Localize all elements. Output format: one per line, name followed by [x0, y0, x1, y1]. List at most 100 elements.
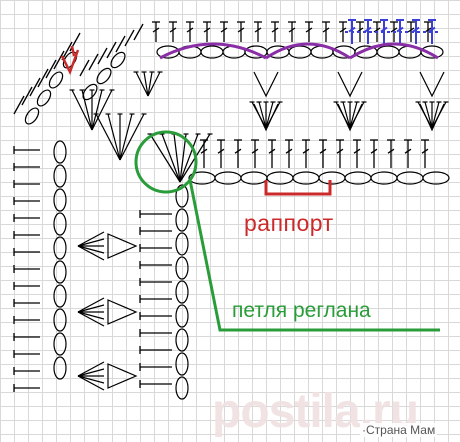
chain-stitch-symbol — [96, 67, 112, 85]
double-crochet-symbol — [302, 139, 310, 168]
v-stitch-symbol — [253, 71, 279, 98]
double-crochet-symbol — [387, 139, 395, 168]
chain-stitch-symbol — [175, 184, 189, 208]
chain-stitch-symbol — [53, 308, 67, 332]
left-shell-column — [77, 231, 138, 391]
v-stitch-symbol — [107, 233, 138, 259]
chain-stitch-symbol — [292, 171, 320, 185]
v-stitch-symbol — [419, 71, 445, 98]
double-crochet-symbol — [251, 139, 259, 168]
chain-stitch-symbol — [110, 51, 126, 69]
row-start-mark — [60, 45, 80, 76]
chain-stitch-symbol — [422, 171, 450, 185]
chain-stitch-symbol — [200, 45, 224, 59]
double-crochet-symbol — [421, 139, 429, 168]
top-double-crochet-row — [152, 21, 432, 42]
blue-double-crochet-symbol — [364, 19, 372, 44]
v-stitch-symbol — [419, 103, 445, 132]
double-crochet-symbol — [217, 139, 225, 168]
chain-stitch-symbol — [175, 208, 189, 232]
double-crochet-symbol — [115, 35, 126, 53]
left-double-crochet-columns — [13, 146, 172, 392]
chain-stitch-symbol — [376, 45, 400, 59]
purple-chain-arcs — [159, 42, 439, 60]
chain-stitch-symbol — [240, 171, 268, 185]
double-crochet-symbol — [305, 21, 313, 42]
top-chain-row — [156, 45, 444, 59]
raglan-leader-line — [188, 179, 440, 332]
chain-stitch-symbol — [175, 280, 189, 304]
chain-stitch-symbol — [288, 45, 312, 59]
purple-arc — [349, 42, 439, 60]
double-crochet-symbol — [133, 23, 144, 41]
double-crochet-symbol — [268, 139, 276, 168]
chain-stitch-symbol — [53, 332, 67, 356]
start-mark-tick — [70, 45, 76, 57]
chain-stitch-symbol — [36, 89, 52, 107]
double-crochet-symbol — [124, 29, 135, 47]
chain-stitch-symbol — [53, 284, 67, 308]
double-crochet-symbol — [237, 21, 245, 42]
double-crochet-symbol — [45, 59, 57, 79]
chain-stitch-symbol — [370, 171, 398, 185]
double-crochet-symbol — [370, 139, 378, 168]
raglan-loop-label: петля реглана — [232, 299, 371, 322]
chain-stitch-symbol — [266, 171, 294, 185]
site-watermark: ·Страна Мам — [360, 423, 438, 437]
v-stitch-symbol — [107, 299, 138, 325]
chain-stitch-symbol — [53, 188, 67, 212]
rapport-bracket — [264, 180, 332, 196]
double-crochet-symbol — [186, 21, 194, 42]
double-crochet-symbol — [319, 139, 327, 168]
double-crochet-symbol — [353, 139, 361, 168]
chain-stitch-symbol — [53, 140, 67, 164]
chain-stitch-symbol — [344, 171, 372, 185]
chain-stitch-symbol — [53, 212, 67, 236]
chain-stitch-symbol — [175, 352, 189, 376]
corner-shell-fan — [93, 113, 147, 161]
chain-stitch-symbol — [175, 328, 189, 352]
raglan-corner-fans — [24, 51, 213, 183]
blue-double-crochet-symbol — [412, 19, 420, 44]
double-crochet-symbol — [203, 21, 211, 42]
chain-stitch-symbol — [48, 71, 64, 89]
sideways-shell-fan — [77, 297, 105, 327]
rapport-label: раппорт — [244, 210, 334, 236]
chain-stitch-symbol — [53, 260, 67, 284]
left-chain-column — [53, 140, 189, 400]
double-crochet-symbol — [53, 50, 65, 70]
double-crochet-symbol — [13, 95, 25, 115]
double-crochet-symbol — [285, 139, 293, 168]
raglan-loop-marker — [134, 130, 440, 332]
double-crochet-symbol — [88, 53, 99, 71]
start-mark-v — [60, 49, 80, 76]
double-crochet-symbol — [339, 21, 347, 42]
double-crochet-symbol — [152, 21, 160, 42]
double-crochet-symbol — [220, 21, 228, 42]
raglan-corner-fan — [147, 133, 213, 183]
double-crochet-symbol — [404, 139, 412, 168]
chain-stitch-symbol — [420, 45, 444, 59]
purple-arc — [265, 42, 351, 60]
double-crochet-symbol — [21, 86, 33, 106]
chain-stitch-symbol — [214, 171, 242, 185]
chain-stitch-symbol — [53, 356, 67, 380]
middle-double-crochet-row — [200, 139, 429, 168]
double-crochet-symbol — [288, 21, 296, 42]
double-crochet-symbol — [37, 68, 49, 88]
double-crochet-symbol — [29, 77, 41, 97]
chain-stitch-symbol — [175, 256, 189, 280]
raglan-loop-circle — [134, 130, 198, 194]
rapport-bracket-line — [264, 180, 332, 196]
v-stitch-symbol — [107, 363, 138, 389]
v-stitch-symbol — [253, 103, 279, 132]
double-crochet-symbol — [79, 59, 90, 77]
chain-stitch-symbol — [53, 164, 67, 188]
chain-stitch-symbol — [175, 232, 189, 256]
double-crochet-symbol — [336, 139, 344, 168]
chain-stitch-symbol — [24, 107, 40, 125]
chain-stitch-symbol — [53, 236, 67, 260]
v-stitch-symbol — [337, 103, 363, 132]
